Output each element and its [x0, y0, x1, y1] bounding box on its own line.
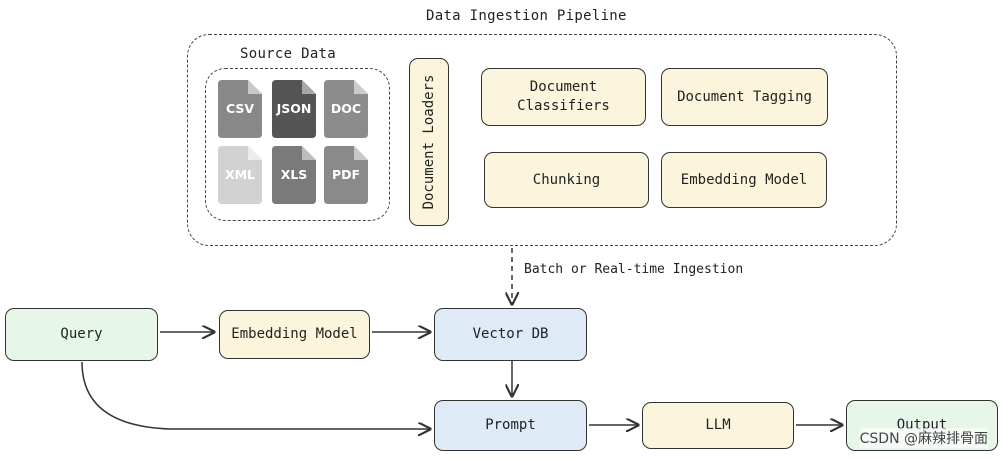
document-loaders-box: Document Loaders	[409, 58, 449, 226]
prompt-box: Prompt	[434, 400, 587, 451]
source-data-title: Source Data	[240, 46, 337, 62]
json-label: JSON	[276, 101, 312, 116]
doc-file-icon: DOC	[324, 80, 368, 138]
pipeline-embedding-model-box: Embedding Model	[661, 152, 827, 208]
source-data-group	[205, 68, 390, 221]
document-classifiers-box: Document Classifiers	[481, 68, 646, 126]
query-box: Query	[5, 308, 158, 361]
chunking-box: Chunking	[484, 152, 649, 208]
doc-label: DOC	[330, 101, 362, 116]
xml-file-icon: XML	[218, 146, 262, 204]
csv-label: CSV	[225, 101, 255, 116]
pipeline-title: Data Ingestion Pipeline	[426, 8, 627, 24]
pipeline-group	[187, 34, 897, 246]
csdn-watermark: CSDN @麻辣排骨面	[859, 428, 988, 448]
ingestion-edge-label: Batch or Real-time Ingestion	[524, 262, 744, 277]
pdf-label: PDF	[331, 167, 361, 182]
csv-file-icon: CSV	[218, 80, 262, 138]
llm-box: LLM	[642, 402, 794, 449]
pdf-file-icon: PDF	[324, 146, 368, 204]
xml-label: XML	[224, 167, 256, 182]
flow-embedding-model-box: Embedding Model	[219, 310, 370, 359]
query-to-prompt-arrow	[81, 361, 430, 429]
xls-file-icon: XLS	[272, 146, 316, 204]
xls-label: XLS	[280, 167, 308, 182]
json-file-icon: JSON	[272, 80, 316, 138]
vector-db-box: Vector DB	[434, 308, 587, 361]
document-tagging-box: Document Tagging	[661, 68, 828, 126]
